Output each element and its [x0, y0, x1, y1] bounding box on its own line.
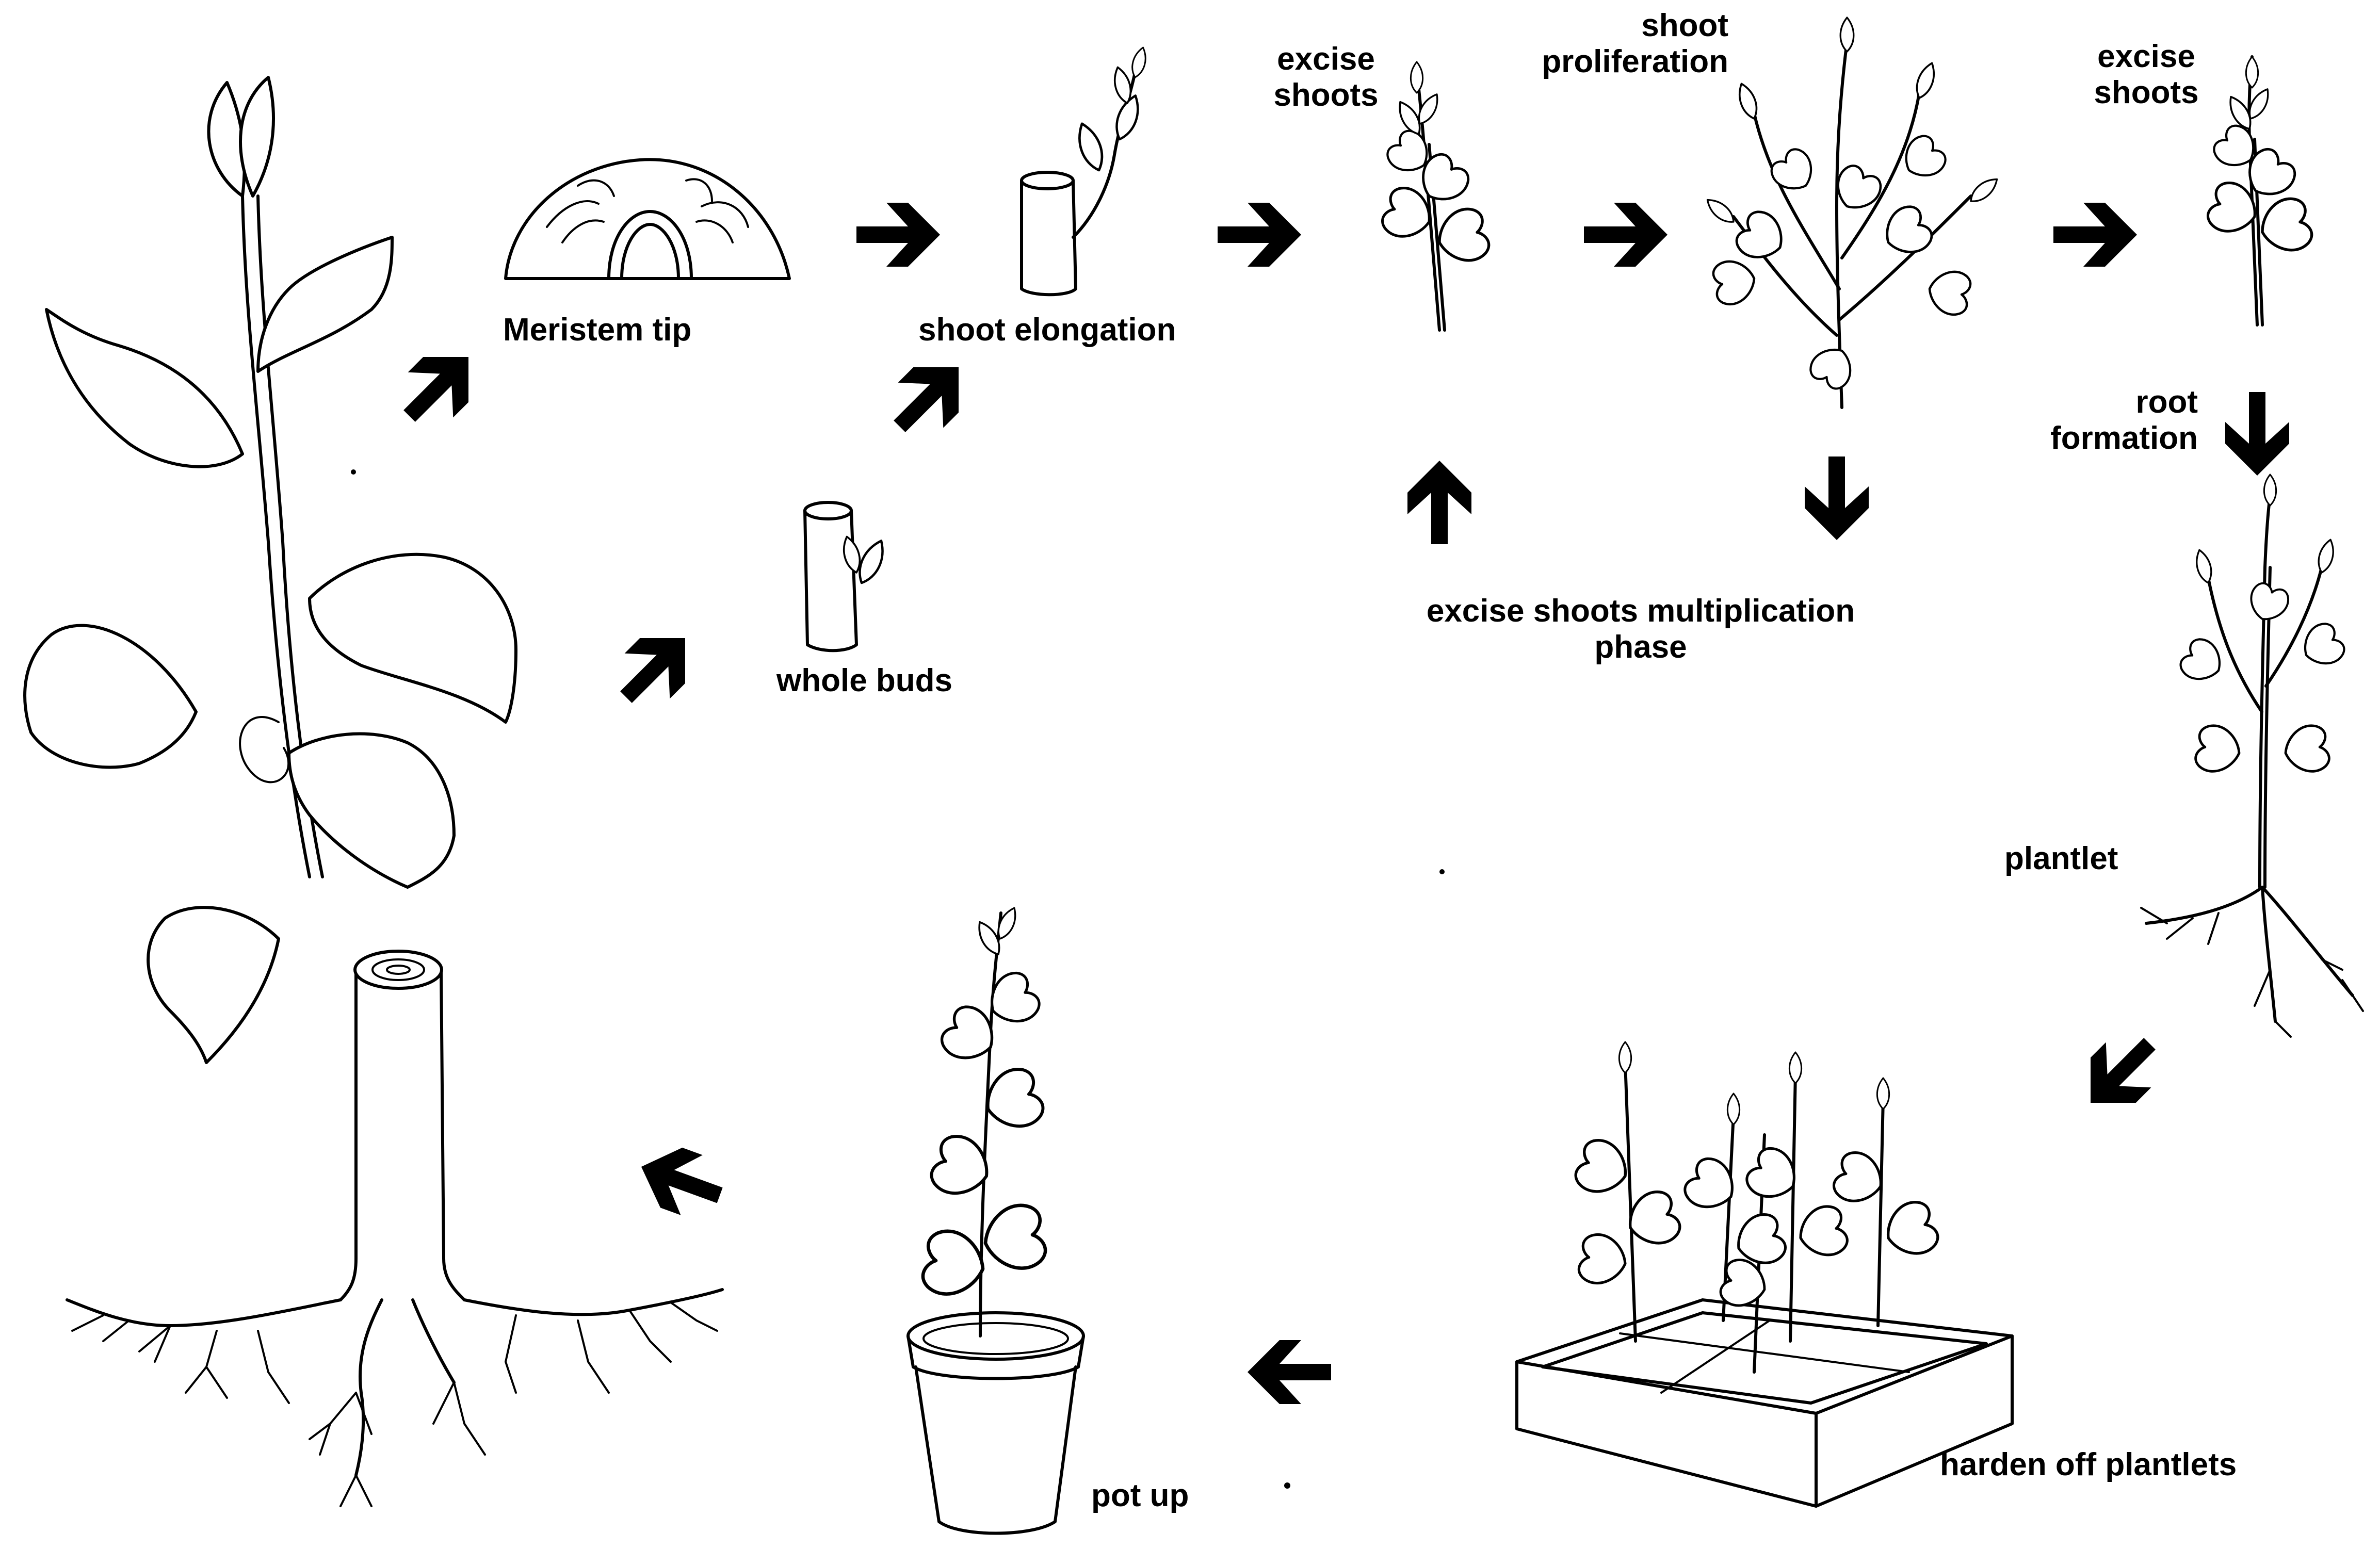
label-excise-shoots-2-line1: excise [2084, 39, 2208, 75]
arrow-plant-to-meristem [387, 334, 491, 438]
arrow-buds-to-elongation [877, 345, 981, 449]
harden-off-tray-illustration [1517, 1042, 2012, 1506]
excise-shoots-1-illustration [1379, 62, 1492, 330]
label-meristem-tip: Meristem tip [503, 312, 691, 348]
label-shoot-elongation: shoot elongation [918, 312, 1176, 348]
arrow-tray-to-pot [1248, 1340, 1331, 1404]
label-shoot-proliferation-line2: proliferation [1537, 44, 1728, 80]
excise-shoots-2-illustration [2204, 57, 2314, 325]
arrow-up-multiplication [1407, 461, 1471, 544]
shoot-proliferation-illustration [1703, 18, 2001, 407]
arrow-plant-to-whole-buds [604, 615, 708, 720]
label-harden-off-plantlets: harden off plantlets [1940, 1447, 2237, 1483]
label-multiplication-line1: excise shoots multiplication [1357, 593, 1924, 629]
label-excise-shoots-1-line1: excise [1264, 41, 1388, 77]
shoot-elongation-illustration [1022, 46, 1149, 295]
label-plantlet: plantlet [2004, 841, 2118, 877]
whole-buds-illustration [805, 502, 889, 650]
label-root-formation-line1: root [2022, 384, 2198, 420]
label-multiplication-phase: excise shoots multiplication phase [1357, 593, 1924, 665]
potted-plant-illustration [908, 905, 1083, 1534]
mother-plant-illustration [25, 77, 722, 1506]
label-excise-shoots-1: excise shoots [1264, 41, 1388, 113]
arrow-proliferation-to-excise [2053, 203, 2137, 267]
label-root-formation-line2: formation [2022, 420, 2198, 456]
meristem-tip-illustration [506, 159, 789, 279]
label-whole-buds: whole buds [776, 663, 952, 699]
label-multiplication-line2: phase [1357, 629, 1924, 665]
label-root-formation: root formation [2022, 384, 2198, 456]
flow-arrows [387, 203, 2289, 1404]
label-excise-shoots-2-line2: shoots [2084, 75, 2208, 111]
arrow-plantlet-to-tray [2068, 1021, 2172, 1126]
label-excise-shoots-2: excise shoots [2084, 39, 2208, 111]
arrow-pot-to-plant [630, 1137, 731, 1226]
arrow-elongation-to-excise [1218, 203, 1301, 267]
arrow-meristem-to-elongation [856, 203, 940, 267]
label-excise-shoots-1-line2: shoots [1264, 77, 1388, 113]
arrow-down-root-formation [2225, 392, 2289, 476]
arrow-excise-to-proliferation [1584, 203, 1667, 267]
label-shoot-proliferation-line1: shoot [1537, 8, 1728, 44]
label-shoot-proliferation: shoot proliferation [1537, 8, 1728, 80]
arrow-down-multiplication [1805, 456, 1869, 540]
label-pot-up: pot up [1091, 1478, 1189, 1514]
plantlet-illustration [2141, 475, 2363, 1037]
